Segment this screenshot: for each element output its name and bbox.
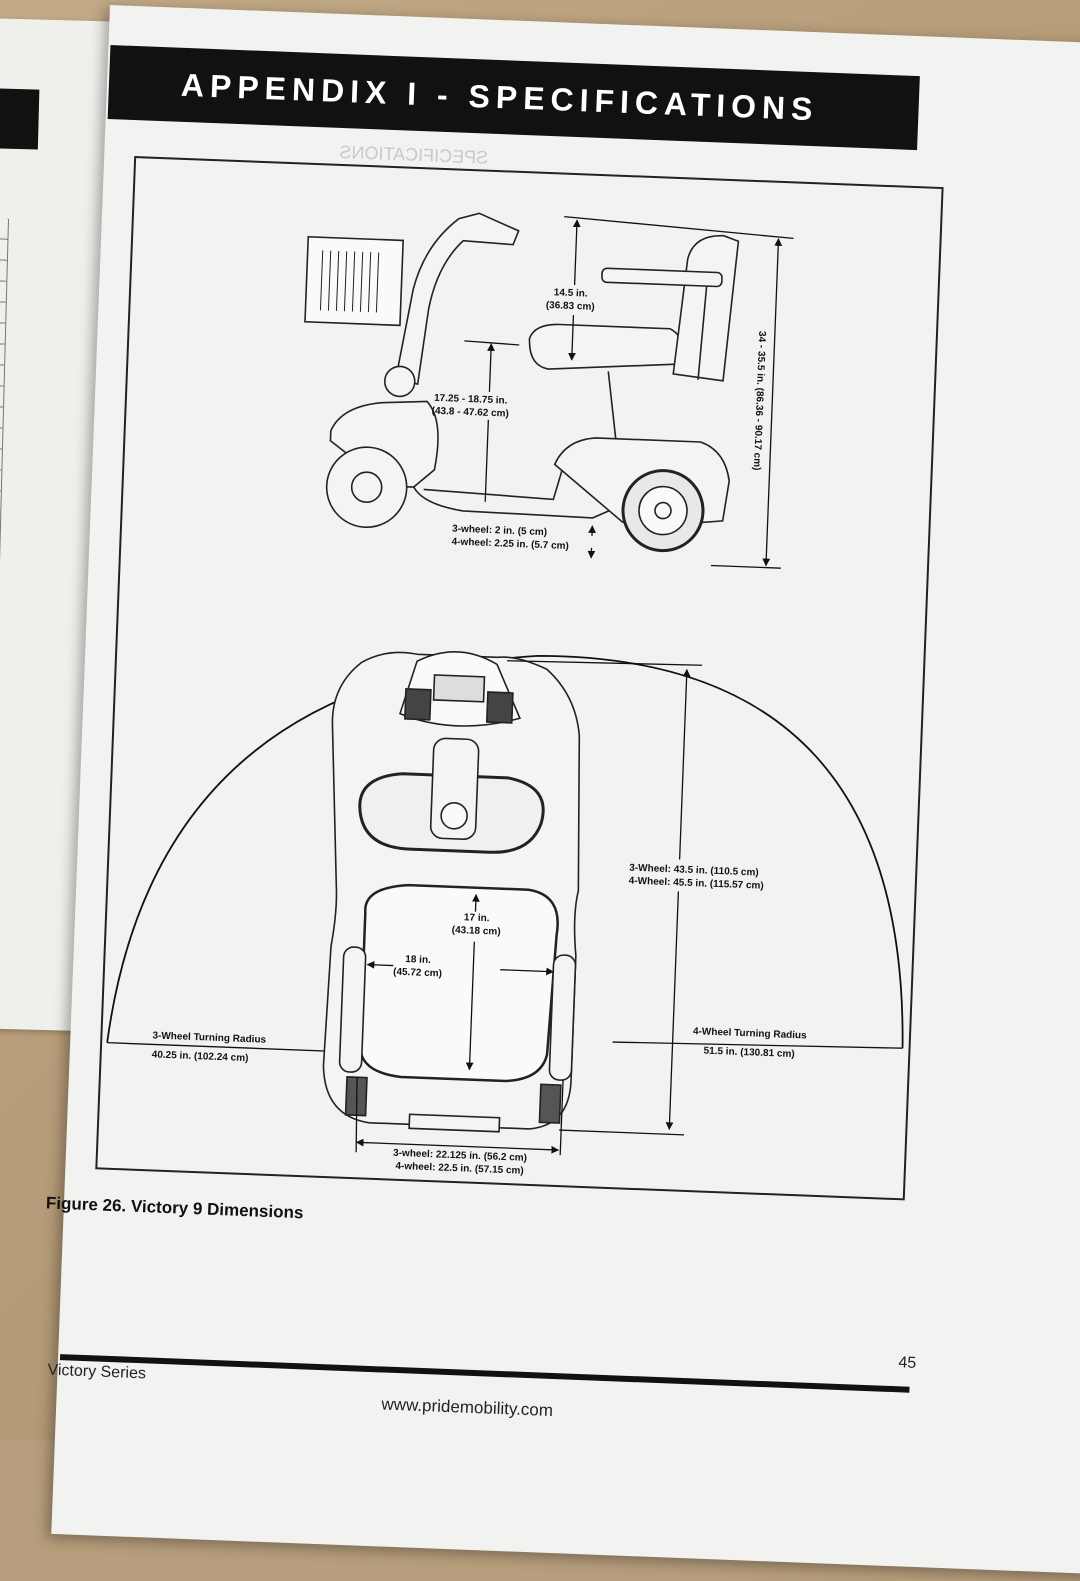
website-url: www.pridemobility.com [381, 1394, 553, 1421]
armrest-height-label: 14.5 in. (36.83 cm) [546, 286, 596, 314]
turning-radius-3wheel-label: 3-Wheel Turning Radius 40.25 in. (102.24… [151, 1029, 266, 1065]
appendix-title: APPENDIX I - SPECIFICATIONS [180, 67, 819, 127]
appendix-header: APPENDIX I - SPECIFICATIONS [108, 45, 920, 150]
scooter-top-view [317, 647, 587, 1134]
figure-frame: 14.5 in. (36.83 cm) 17.25 - 18.75 in. (4… [95, 156, 943, 1200]
scooter-side-view [297, 207, 739, 553]
overall-width-label: 3-wheel: 22.125 in. (56.2 cm) 4-wheel: 2… [392, 1147, 527, 1178]
figure-caption: Figure 26. Victory 9 Dimensions [46, 1193, 304, 1223]
overall-length-label: 3-Wheel: 43.5 in. (110.5 cm) 4-Wheel: 45… [629, 862, 765, 893]
seat-depth-label: 17 in. (43.18 cm) [451, 911, 501, 939]
adjacent-page-table [0, 218, 9, 838]
seat-height-label: 17.25 - 18.75 in. (43.8 - 47.62 cm) [431, 392, 509, 421]
page-number: 45 [898, 1354, 916, 1373]
footer-rule [60, 1354, 910, 1393]
adjacent-page-header-bar [0, 88, 39, 149]
manual-page: APPENDIX I - SPECIFICATIONS SPECIFICATIO… [51, 5, 1080, 1581]
seat-width-label: 18 in. (45.72 cm) [393, 953, 443, 981]
footer-series: Victory Series [47, 1362, 146, 1384]
turning-radius-4wheel-label: 4-Wheel Turning Radius 51.5 in. (130.81 … [692, 1025, 807, 1061]
ground-clearance-label: 3-wheel: 2 in. (5 cm) 4-wheel: 2.25 in. … [451, 523, 569, 553]
